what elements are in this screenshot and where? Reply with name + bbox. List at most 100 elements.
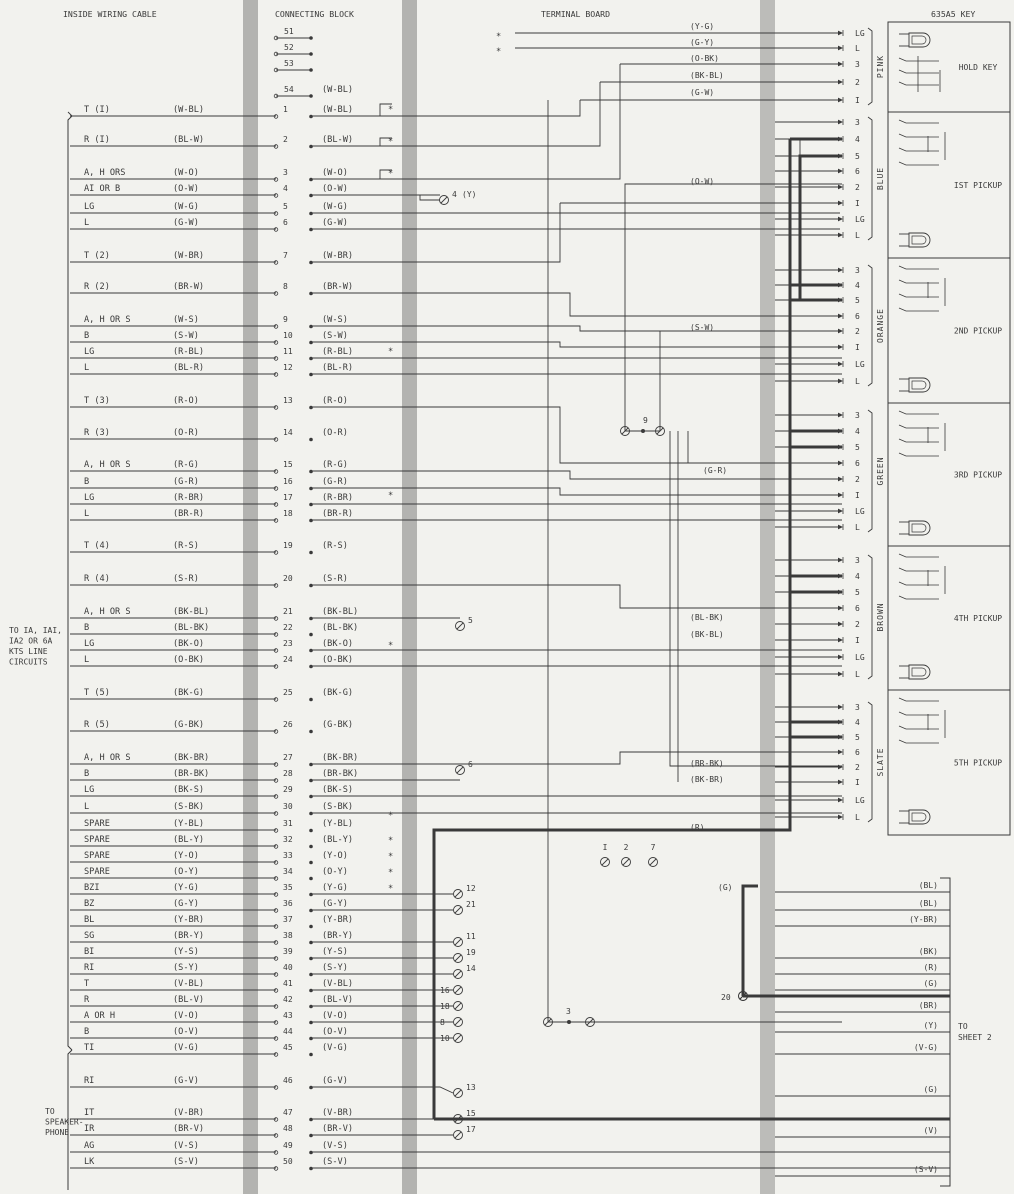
wire-color-label: (G-R) [703,466,727,475]
terminal-slash [454,1089,462,1097]
key-spring [898,410,939,415]
block-pin-left [273,291,279,296]
block-pin-left [273,664,279,669]
cable-lead-label: A, H OR S [84,607,131,617]
block-pin-right [309,988,313,993]
key-pin-label: I [855,199,860,208]
block-pin-right [309,876,313,881]
terminal-slash [454,970,462,978]
cable-color-code: (BR-V) [173,1124,204,1134]
left-note-line: IA2 OR 6A [9,637,53,646]
key-pin-label: 4 [855,427,860,436]
block-terminal-number: 25 [283,688,293,697]
block-right-color: (BK-BL) [322,607,358,617]
block-pin-left [273,940,279,945]
block-pin-right [309,469,313,474]
cable-lead-label: T (4) [84,541,110,551]
block-right-color: (S-BK) [322,802,353,812]
block-terminal-number: 27 [283,753,293,762]
wire [311,487,842,496]
pin-arrow [838,184,843,190]
key-pin-label: I [855,96,860,105]
block-right-color: (V-BR) [322,1108,353,1118]
cable-lead-label: A, H ORS [84,168,125,178]
block-terminal-number: 5 [283,202,288,211]
block-pin-right [309,1085,313,1090]
cable-lead-label: SPARE [84,851,110,861]
cable-lead-label: IR [84,1124,95,1134]
key-spring [898,581,939,586]
key-function-label: 2ND PICKUP [954,327,1002,336]
terminal-17 [453,1130,463,1140]
terminal-10 [453,1033,463,1043]
terminal-9 [620,426,630,436]
block-pin-left [273,405,279,410]
wire [311,203,561,263]
pin-arrow [838,119,843,125]
cable-color-code: (R-G) [173,460,199,470]
speaker-note-line: SPEAKER- [45,1118,84,1127]
block-terminal-number: 4 [283,184,288,193]
sheet-note-line: SHEET 2 [958,1033,992,1042]
cable-color-code: (BK-S) [173,785,204,795]
key-pin-label: 5 [855,152,860,161]
key-pin-label: 4 [855,135,860,144]
terminal-slash [454,1018,462,1026]
block-pin-left [273,876,279,881]
block-pin-right [309,844,313,849]
wire-color-label: (R) [690,823,704,832]
block-pin-right [309,697,313,702]
cable-color-code: (W-O) [173,168,199,178]
key-pin-label: 6 [855,748,860,757]
wire [311,292,842,317]
block-pin-right [309,924,313,929]
block-right-color: (O-W) [322,184,348,194]
block-pin-left [273,583,279,588]
lamp-icon-inner [911,812,927,822]
terminal-number: 12 [466,884,476,893]
block-pin-left [273,1150,279,1155]
cable-color-code: (G-V) [173,1076,199,1086]
block-pin-right [309,956,313,961]
block-pin-right [309,211,313,216]
block-pin-left [273,956,279,961]
terminal-number: 14 [466,964,476,973]
block-right-color: (W-S) [322,315,348,325]
block-pin-right [309,486,313,491]
block-terminal-number: 22 [283,623,293,632]
cable-lead-label: L [84,509,89,519]
terminal-number: 15 [466,1109,476,1118]
block-terminal-number: 9 [283,315,288,324]
pin-arrow [838,168,843,174]
cable-lead-label: L [84,363,89,373]
key-pin-label: 3 [855,118,860,127]
block-pin-right [309,811,313,816]
spare-marker-star: * [388,137,393,147]
key-function-label: 3RD PICKUP [954,471,1002,480]
block-terminal-number: 18 [283,509,293,518]
cable-lead-label: LG [84,202,94,212]
key-spring [898,725,939,730]
left-note-line: KTS LINE [9,647,48,656]
block-right-color: (O-R) [322,428,348,438]
cable-color-code: (G-W) [173,218,199,228]
cable-lead-label: T (2) [84,251,110,261]
key-pin-label: L [855,231,860,240]
block-right-color: (W-BL) [322,105,353,115]
key-group-name: GREEN [876,456,885,485]
block-terminal-number: 41 [283,979,293,988]
cable-color-code: (S-Y) [173,963,199,973]
terminal-number: 20 [721,993,731,1002]
key-pin-label: 5 [855,296,860,305]
cable-lead-label: T [84,979,89,989]
key-pin-label: 5 [855,443,860,452]
cable-color-code: (BL-V) [173,995,204,1005]
block-pin-right [309,1117,313,1122]
block-pin-left [273,1052,279,1057]
block-pin-left [273,1133,279,1138]
block-terminal-number: 39 [283,947,293,956]
lamp-icon-inner [911,523,927,533]
terminal-slash [454,954,462,962]
cable-lead-label: L [84,802,89,812]
block-terminal-number: 34 [283,867,293,876]
